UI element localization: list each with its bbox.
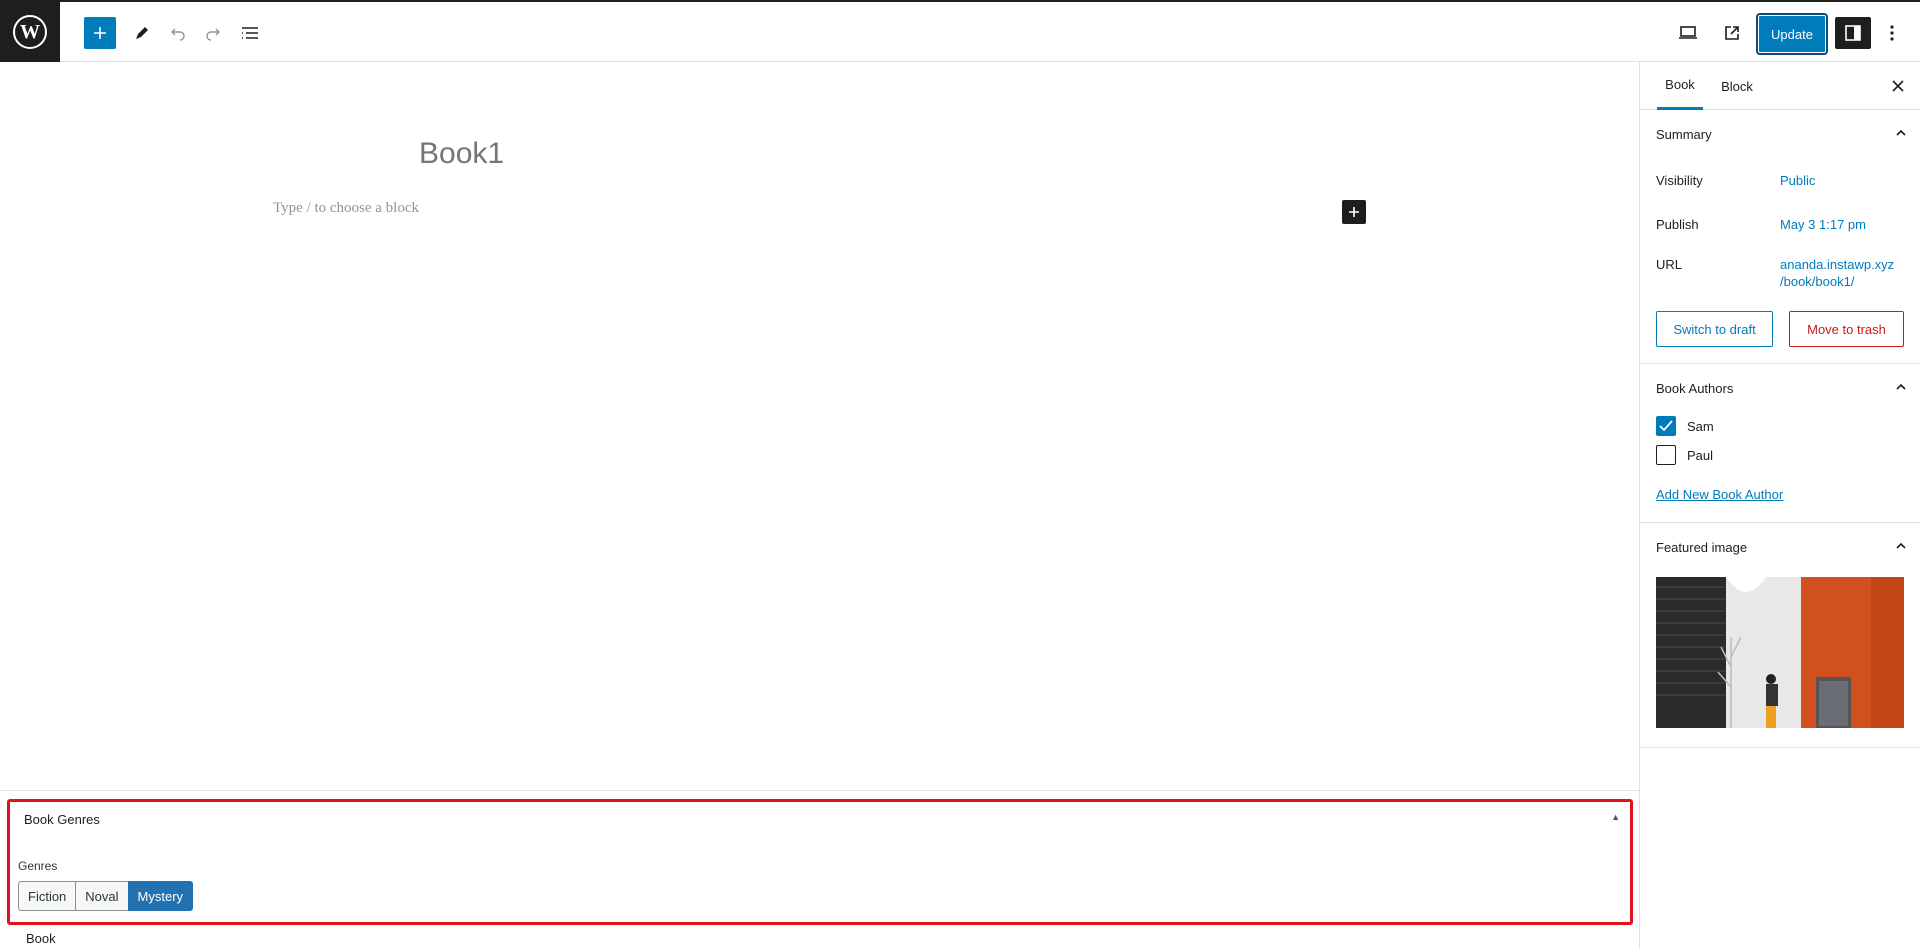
close-sidebar-button[interactable]	[1886, 74, 1910, 98]
visibility-label: Visibility	[1656, 173, 1703, 188]
genre-option-fiction[interactable]: Fiction	[18, 881, 77, 911]
switch-to-draft-button[interactable]: Switch to draft	[1656, 311, 1773, 347]
more-vertical-icon	[1890, 25, 1894, 41]
featured-image-title: Featured image	[1656, 539, 1748, 555]
wordpress-logo-button[interactable]: W	[0, 2, 60, 62]
author-label-sam: Sam	[1687, 419, 1714, 434]
publish-label: Publish	[1656, 217, 1699, 232]
inline-add-block-button[interactable]	[1342, 200, 1366, 224]
editor-canvas: Book1 Type / to choose a block	[0, 62, 1639, 790]
list-view-icon	[242, 27, 258, 39]
summary-title: Summary	[1656, 126, 1712, 142]
breadcrumb[interactable]: Book	[26, 931, 56, 946]
undo-icon	[171, 28, 185, 41]
chevron-up-icon	[1896, 542, 1906, 549]
collapse-triangle-icon[interactable]: ▲	[1611, 812, 1620, 822]
plus-icon	[1349, 207, 1359, 217]
featured-image-picture	[1656, 577, 1904, 728]
settings-sidebar: Book Block Summary Visibility Public Pub…	[1639, 62, 1920, 948]
book-genres-metabox: Book Genres ▲ Genres Fiction Noval Myste…	[7, 799, 1633, 925]
checkmark-icon	[1659, 420, 1673, 432]
redo-icon	[206, 28, 220, 41]
post-title[interactable]: Book1	[419, 137, 505, 170]
book-authors-title: Book Authors	[1656, 380, 1734, 396]
author-label-paul: Paul	[1687, 448, 1714, 463]
tools-button[interactable]	[126, 17, 158, 49]
update-button[interactable]: Update	[1758, 15, 1826, 53]
publish-value[interactable]: May 3 1:17 pm	[1780, 217, 1866, 232]
redo-button[interactable]	[197, 17, 229, 49]
settings-sidebar-icon	[1845, 25, 1861, 41]
view-button[interactable]	[1672, 17, 1704, 49]
tab-block[interactable]: Block	[1721, 78, 1753, 94]
summary-panel: Summary Visibility Public Publish May 3 …	[1640, 110, 1920, 364]
add-new-book-author-link[interactable]: Add New Book Author	[1656, 487, 1784, 502]
desktop-view-icon	[1679, 26, 1697, 39]
featured-image-panel-header[interactable]: Featured image	[1640, 523, 1920, 571]
plus-icon	[94, 27, 106, 39]
options-button[interactable]	[1876, 17, 1908, 49]
featured-image-thumbnail[interactable]	[1656, 577, 1904, 728]
close-icon	[1892, 80, 1904, 92]
chevron-up-icon	[1896, 383, 1906, 390]
add-block-button[interactable]	[84, 17, 116, 49]
author-checkbox-paul[interactable]	[1656, 445, 1676, 465]
genre-option-noval[interactable]: Noval	[75, 881, 129, 911]
book-authors-panel: Book Authors Sam Paul Add New Book Autho…	[1640, 364, 1920, 523]
url-value-line1[interactable]: ananda.instawp.xyz	[1780, 257, 1895, 272]
block-placeholder[interactable]: Type / to choose a block	[273, 200, 419, 216]
chevron-up-icon	[1896, 129, 1906, 136]
pencil-icon	[136, 27, 148, 39]
genres-button-group: Fiction Noval Mystery	[18, 881, 194, 911]
author-checkbox-sam[interactable]	[1656, 416, 1676, 436]
metabox-title: Book Genres	[24, 812, 100, 827]
url-label: URL	[1656, 257, 1683, 272]
summary-panel-header[interactable]: Summary	[1640, 110, 1920, 158]
view-post-button[interactable]	[1716, 17, 1748, 49]
genres-label: Genres	[18, 859, 58, 873]
list-view-button[interactable]	[234, 17, 266, 49]
undo-button[interactable]	[162, 17, 194, 49]
external-preview-icon	[1725, 26, 1739, 40]
settings-button[interactable]	[1835, 17, 1871, 49]
wordpress-logo-icon: W	[13, 15, 47, 49]
editor-toolbar: W Update	[0, 0, 1920, 62]
metabox-area: Book Genres ▲ Genres Fiction Noval Myste…	[0, 790, 1639, 948]
tab-book[interactable]: Book	[1657, 62, 1703, 110]
genre-option-mystery[interactable]: Mystery	[127, 881, 194, 911]
url-value-line2[interactable]: /book/book1/	[1780, 274, 1855, 289]
featured-image-panel: Featured image	[1640, 523, 1920, 748]
visibility-value[interactable]: Public	[1780, 173, 1816, 188]
book-authors-panel-header[interactable]: Book Authors	[1640, 364, 1920, 412]
move-to-trash-button[interactable]: Move to trash	[1789, 311, 1904, 347]
sidebar-tabs: Book Block	[1640, 62, 1920, 110]
